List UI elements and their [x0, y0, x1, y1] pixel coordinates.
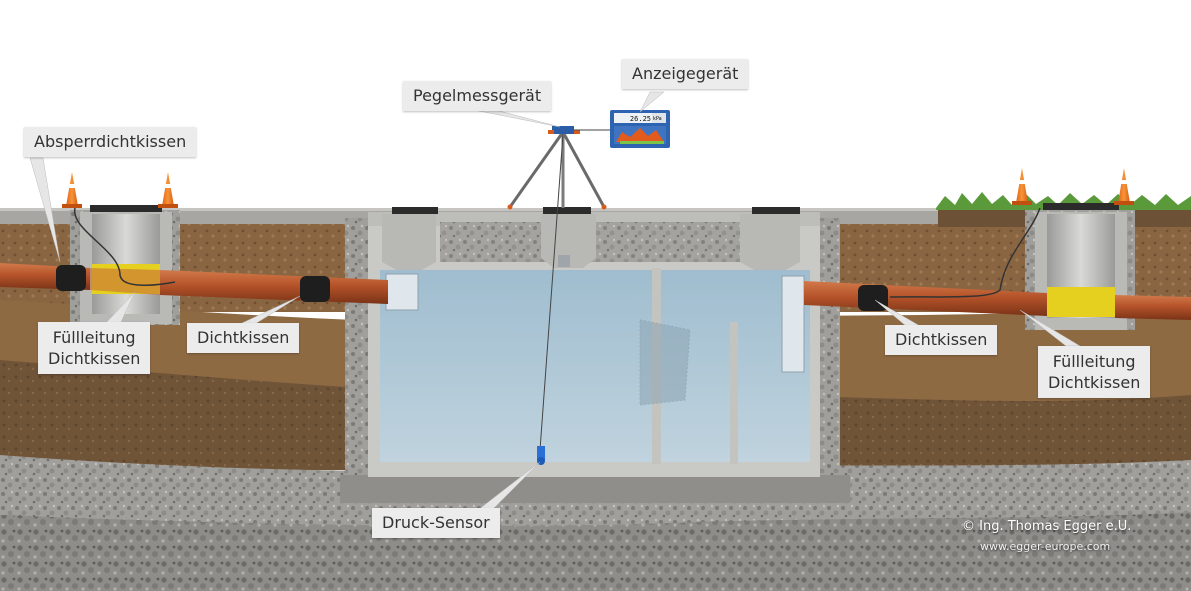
grass-icon — [936, 192, 1191, 210]
bedrock-layer — [0, 512, 1191, 591]
traffic-cone-icon — [1012, 168, 1032, 205]
label-dichtkissen-right: Dichtkissen — [885, 325, 998, 355]
tank-shaft-center — [541, 214, 596, 268]
website-text: www.egger-europe.com — [980, 540, 1111, 553]
traffic-cone-icon — [1114, 168, 1134, 205]
fill-hose-left — [74, 207, 176, 287]
tank-shaft-right — [740, 214, 800, 272]
leader-absperr — [29, 157, 61, 263]
right-shaft — [1025, 203, 1135, 330]
display-value: 26.25 — [629, 115, 651, 123]
label-fuellleitung-right-line2: Dichtkissen — [1048, 373, 1141, 392]
label-absperrdichtkissen: Absperrdichtkissen — [24, 127, 197, 157]
display-unit: kPa — [653, 116, 662, 122]
left-connecting-pipe — [160, 270, 388, 304]
tank-baffle — [730, 322, 738, 464]
label-druck-sensor: Druck-Sensor — [372, 508, 500, 538]
traffic-cone-icon — [62, 172, 82, 208]
seal-plug-absperr — [56, 265, 86, 291]
tank-chamber-main — [380, 270, 652, 462]
outlet-tee — [781, 275, 805, 373]
label-fuellleitung-left-line2: Dichtkissen — [48, 349, 141, 368]
fill-hose-right — [889, 207, 1041, 298]
right-end-pipe — [1115, 295, 1191, 320]
tank-base-slab — [340, 475, 850, 503]
seal-plug-left — [300, 276, 330, 302]
label-fuellleitung-left: Füllleitung Dichtkissen — [38, 322, 151, 374]
road-surface-top — [0, 208, 940, 211]
label-fuellleitung-right-line1: Füllleitung — [1052, 352, 1136, 371]
tank-shaft-left — [382, 214, 436, 272]
label-fuellleitung-left-line1: Füllleitung — [52, 328, 136, 347]
leader-anzeige — [639, 91, 665, 113]
label-pegelmessgeraet: Pegelmessgerät — [403, 81, 552, 111]
inlet-tee — [385, 273, 419, 311]
copyright-text: © Ing. Thomas Egger e.U. — [962, 519, 1132, 534]
traffic-cone-icon — [158, 172, 178, 208]
label-fuellleitung-right: Füllleitung Dichtkissen — [1038, 346, 1151, 398]
tripod-icon — [507, 126, 607, 267]
pressure-sensor-icon — [537, 446, 545, 465]
label-anzeigegeraet: Anzeigegerät — [622, 59, 749, 89]
display-device-icon — [610, 110, 670, 148]
label-dichtkissen-left: Dichtkissen — [187, 323, 300, 353]
coalescence-filter — [639, 319, 691, 406]
sensor-cable — [539, 133, 564, 451]
